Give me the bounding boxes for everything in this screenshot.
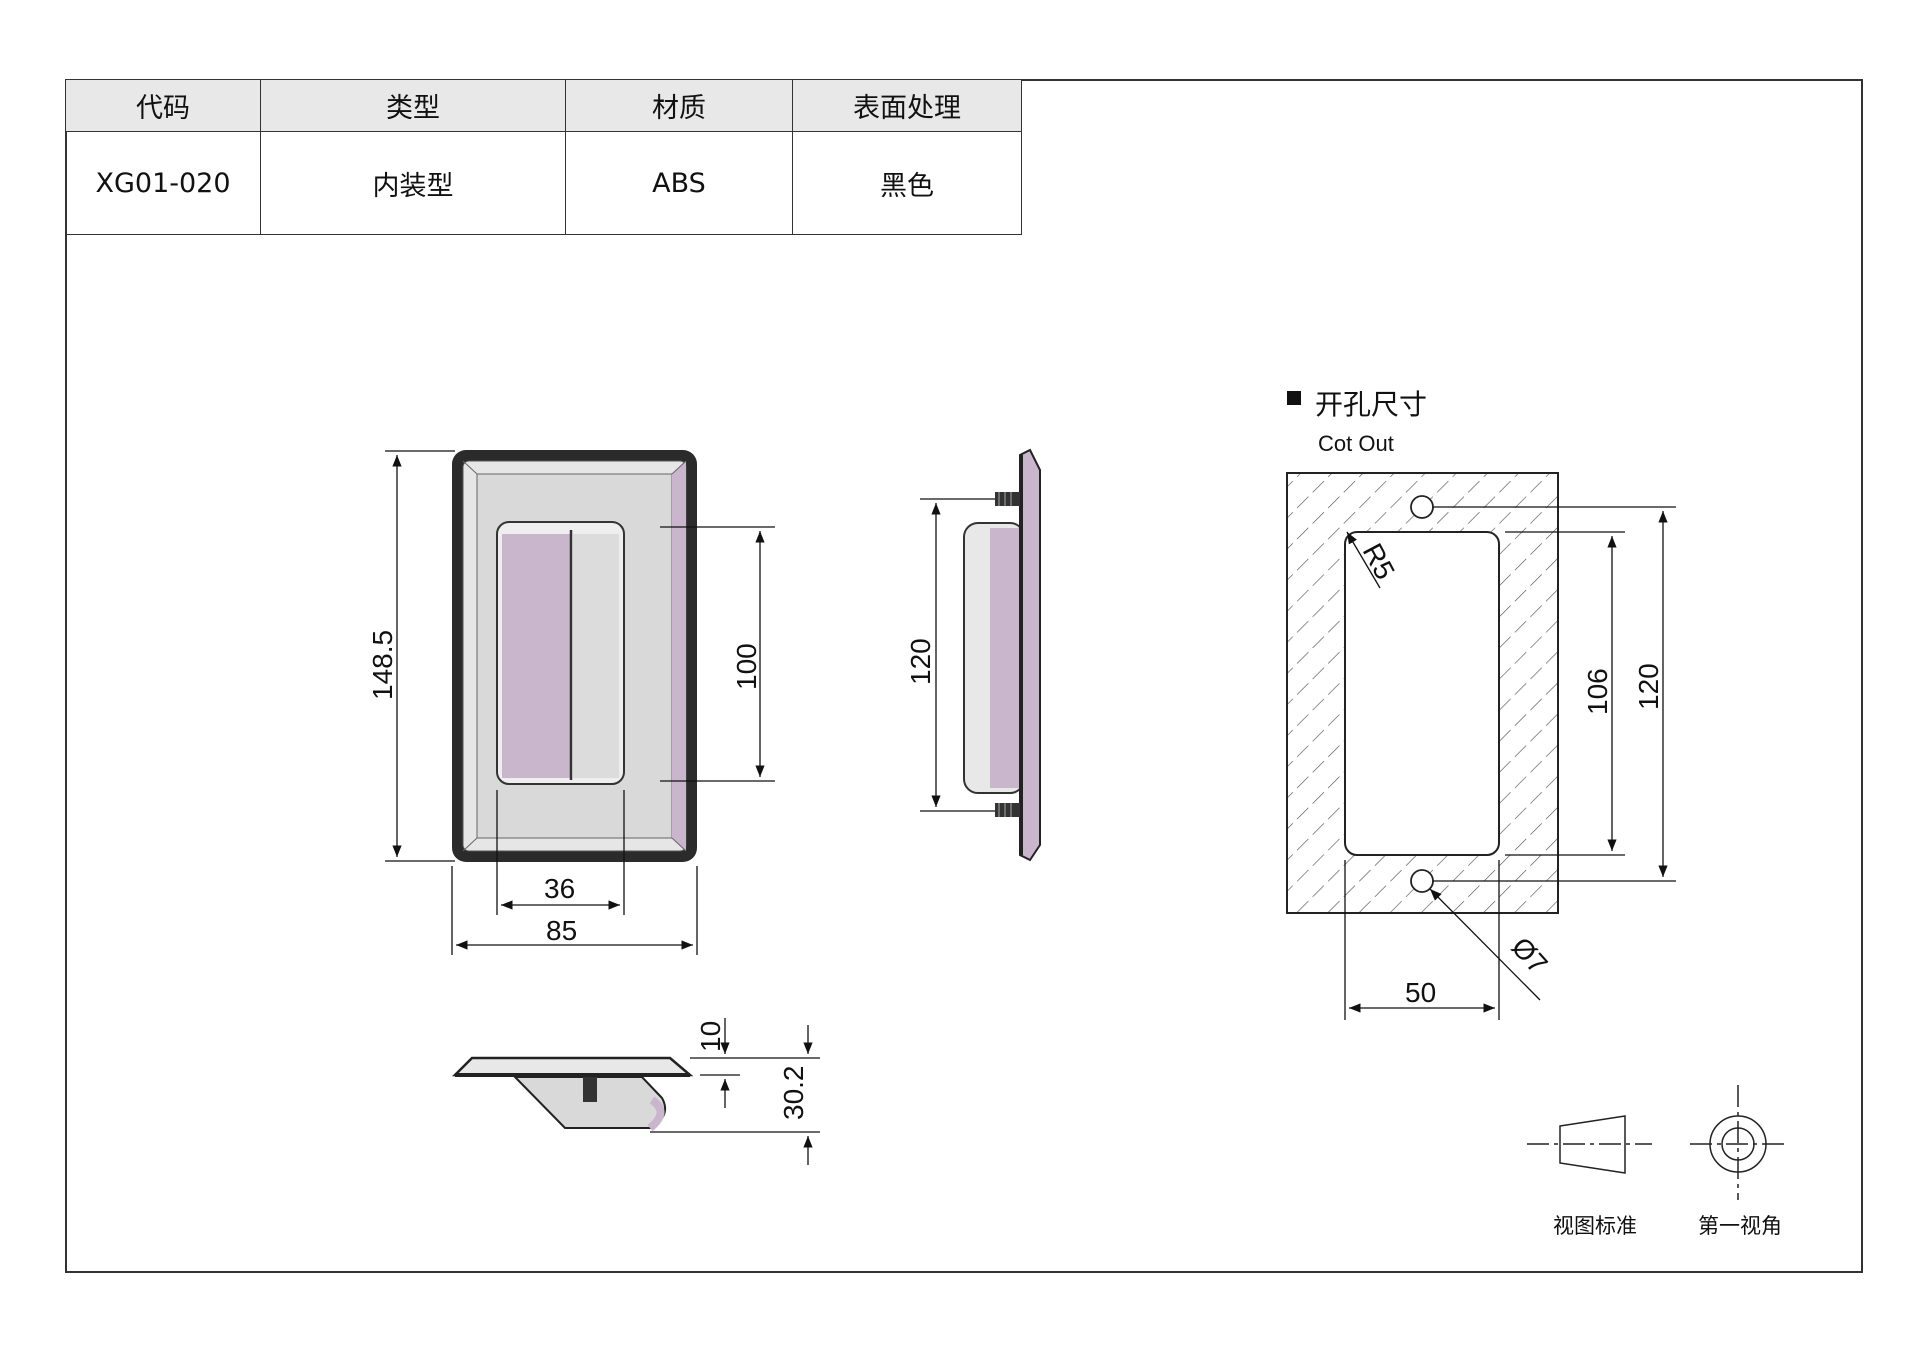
spec-table-data-row: XG01-020 内装型 ABS 黑色 (65, 131, 1022, 235)
side-body-shade (990, 528, 1020, 788)
bottom-mounting-hole (1410, 869, 1434, 893)
projection-standard-label: 视图标准 (1553, 1214, 1637, 1238)
grip-shade (502, 534, 570, 778)
cutout-opening (1344, 531, 1500, 856)
side-view (963, 448, 1041, 862)
header-material: 材质 (565, 79, 793, 132)
dim-flange-10: 10 (695, 1021, 726, 1052)
dim-height-148-5: 148.5 (367, 630, 398, 700)
grip-flap (573, 534, 619, 778)
spec-table-header-row: 代码 类型 材质 表面处理 (65, 79, 1022, 132)
cutout-bullet-icon (1287, 391, 1301, 405)
dim-width-50: 50 (1405, 977, 1436, 1008)
bottom-view (451, 1056, 694, 1132)
cutout-title: 开孔尺寸 (1315, 388, 1427, 421)
front-side-shade (672, 461, 686, 851)
dim-grip-height-100: 100 (731, 643, 762, 690)
cell-material: ABS (565, 131, 793, 235)
dim-side-height-120: 120 (905, 638, 936, 685)
dim-inner-height-106: 106 (1582, 668, 1613, 715)
spec-table: 代码 类型 材质 表面处理 XG01-020 内装型 ABS 黑色 (65, 79, 1022, 235)
first-angle-symbol (1690, 1085, 1786, 1200)
front-view-dimensions (385, 450, 775, 955)
cutout-subtitle: Cot Out (1318, 431, 1394, 456)
first-angle-label: 第一视角 (1698, 1214, 1782, 1238)
header-type: 类型 (260, 79, 566, 132)
bottom-flange (451, 1056, 694, 1077)
dim-depth-30-2: 30.2 (778, 1066, 809, 1121)
bottom-screw (583, 1077, 597, 1102)
cutout-dimensions (1344, 506, 1676, 1020)
top-screw (995, 492, 1020, 506)
bottom-screw (995, 803, 1020, 817)
bottom-view-dimensions (650, 1018, 820, 1165)
projection-standard-symbol (1527, 1115, 1652, 1174)
cell-code: XG01-020 (65, 131, 261, 235)
cutout-plate (1286, 472, 1559, 914)
dim-width-85: 85 (546, 915, 577, 946)
cell-finish: 黑色 (792, 131, 1022, 235)
side-view-dimensions (920, 498, 995, 812)
top-mounting-hole (1410, 495, 1434, 519)
header-finish: 表面处理 (792, 79, 1022, 132)
front-view (452, 450, 697, 862)
dim-grip-width-36: 36 (544, 873, 575, 904)
dim-outer-height-120: 120 (1633, 663, 1664, 710)
